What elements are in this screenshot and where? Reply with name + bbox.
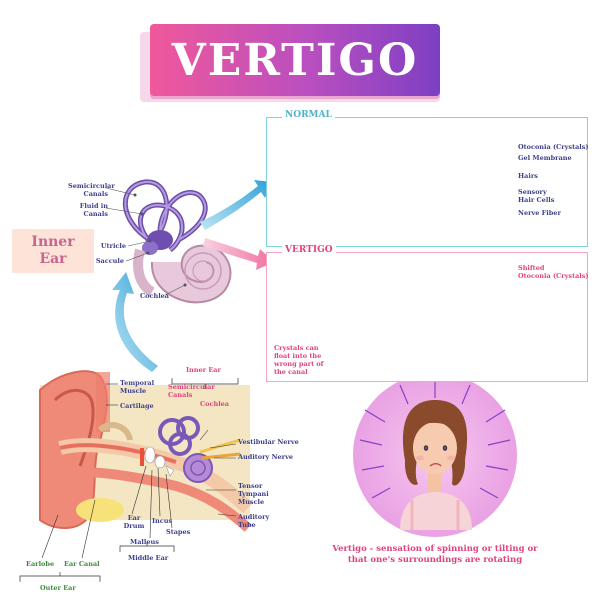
normal-panel bbox=[266, 117, 588, 247]
label-semicircular-canals: Semicircular Canals bbox=[68, 182, 115, 198]
label-nerve-fiber: Nerve Fiber bbox=[518, 209, 561, 217]
label-cochlea: Cochlea bbox=[140, 292, 170, 300]
vertigo-definition: Vertigo - sensation of spinning or tilti… bbox=[332, 544, 538, 565]
vertigo-panel bbox=[266, 252, 588, 382]
label-otoconia: Otoconia (Crystals) bbox=[518, 143, 589, 151]
label-inner-ear: Inner Ear bbox=[186, 366, 221, 374]
label-malleus: Malleus bbox=[130, 538, 159, 546]
label-ear-canal: Ear Canal bbox=[64, 560, 100, 568]
label-stapes: Stapes bbox=[166, 528, 191, 536]
ear-anatomy-illustration bbox=[39, 370, 253, 532]
inner-ear-illustration bbox=[122, 179, 232, 304]
label-auditory-tube: Auditory Tube bbox=[238, 513, 270, 529]
normal-panel-title: NORMAL bbox=[282, 110, 335, 120]
label-shifted-otoconia: Shifted Otoconia (Crystals) bbox=[518, 264, 589, 280]
dizzy-woman-illustration bbox=[353, 373, 517, 537]
label-vestibular-nerve: Vestibular Nerve bbox=[238, 438, 299, 446]
label-hairs: Hairs bbox=[518, 172, 538, 180]
label-saccule: Saccule bbox=[95, 257, 124, 265]
arrow-to-vertigo bbox=[203, 238, 274, 270]
label-outer-ear: Outer Ear bbox=[40, 584, 76, 592]
label-cartilage: Cartilage bbox=[120, 402, 154, 410]
label-utricle: Utricle bbox=[100, 242, 126, 250]
label-fluid-in-canals: Fluid in Canals bbox=[79, 202, 108, 218]
label-sensory-hair-cells: Sensory Hair Cells bbox=[518, 188, 555, 204]
label-tensor-tympani: Tensor Tympani Muscle bbox=[238, 482, 269, 506]
label-gel-membrane: Gel Membrane bbox=[518, 154, 572, 162]
label-temporal-muscle: Temporal Muscle bbox=[120, 379, 155, 395]
inner-ear-line1: Inner bbox=[31, 234, 75, 250]
label-incus: Incus bbox=[152, 517, 173, 525]
label-semicircular-canals-anatomy: Semicircular Canals bbox=[168, 383, 215, 399]
label-middle-ear: Middle Ear bbox=[128, 554, 169, 562]
label-cochlea-anatomy: Cochlea bbox=[200, 400, 230, 408]
vertigo-note: Crystals can float into the wrong part o… bbox=[274, 344, 324, 376]
arrow-to-normal bbox=[200, 180, 272, 230]
page-title: VERTIGO bbox=[171, 34, 419, 86]
vertigo-panel-title: VERTIGO bbox=[282, 245, 336, 255]
inner-ear-box: Inner Ear bbox=[12, 229, 94, 273]
label-earlobe: Earlobe bbox=[26, 560, 55, 568]
arrow-from-anatomy bbox=[112, 272, 158, 372]
title-banner: VERTIGO bbox=[140, 24, 440, 102]
label-auditory-nerve: Auditory Nerve bbox=[238, 453, 293, 461]
label-ear-drum: Ear Drum bbox=[123, 514, 145, 530]
inner-ear-line2: Ear bbox=[39, 251, 67, 267]
